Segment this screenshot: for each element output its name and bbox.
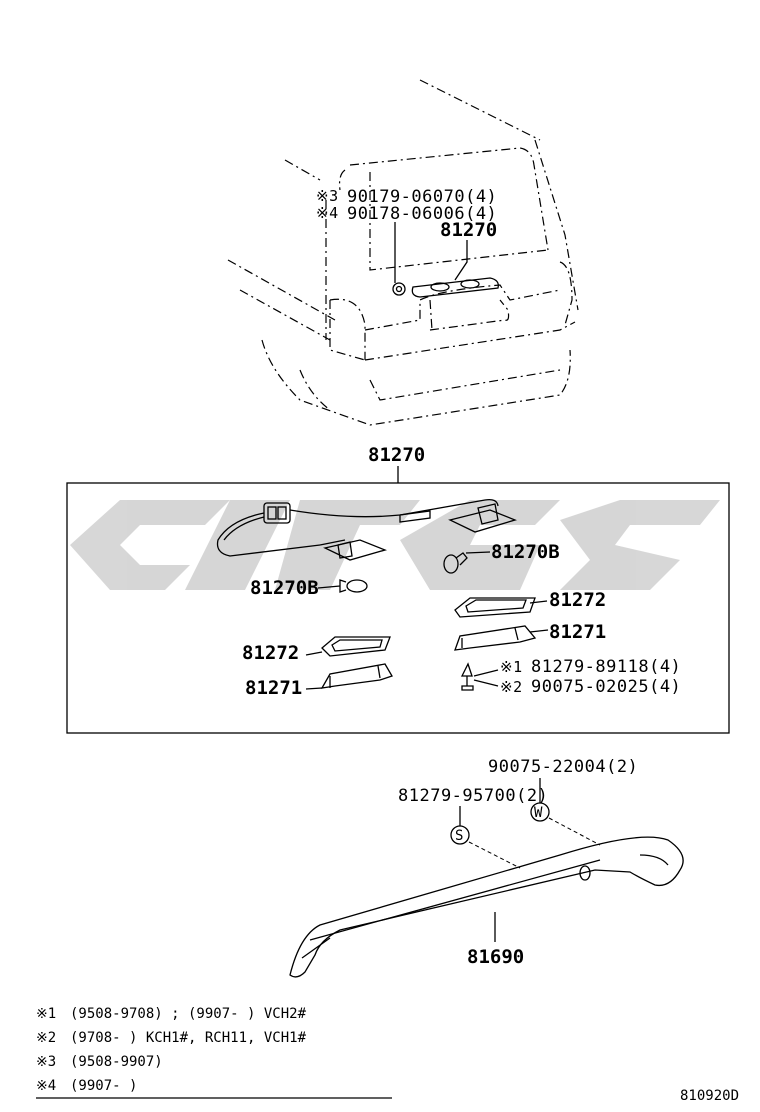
box-title-label: 81270 xyxy=(368,444,425,466)
lens-right-leader xyxy=(529,600,548,604)
footnote-text-4: (9907- ) xyxy=(70,1078,137,1094)
diagram-code: 810920D xyxy=(680,1088,739,1104)
housing-right-label: 81271 xyxy=(549,621,606,643)
footnote-mark-1: ※1 xyxy=(36,1006,56,1022)
bulb-left-leader xyxy=(317,585,341,589)
bulb-right-icon xyxy=(443,552,468,574)
bolt-callout-mark-1: ※3 xyxy=(316,187,339,205)
socket-left xyxy=(323,539,388,561)
footnotes: ※1 (9508-9708) ; (9907- ) VCH2# ※2 (9708… xyxy=(36,1006,392,1099)
w-nut-dash-line xyxy=(548,817,601,846)
footnote-mark-2: ※2 xyxy=(36,1030,56,1046)
lens-right-icon xyxy=(454,597,536,618)
garnish-icon xyxy=(289,836,684,978)
garnish-label: 81690 xyxy=(467,946,524,968)
footnote-text-1: (9508-9708) ; (9907- ) VCH2# xyxy=(70,1006,307,1022)
footnote-mark-4: ※4 xyxy=(36,1078,56,1094)
footnote-text-2: (9708- ) KCH1#, RCH11, VCH1# xyxy=(70,1030,307,1046)
lamp-leader-line xyxy=(454,240,468,281)
vehicle-outline xyxy=(227,79,579,426)
housing-right-leader xyxy=(529,629,549,633)
exploded-view-box xyxy=(66,482,730,734)
housing-left-label: 81271 xyxy=(245,677,302,699)
w-nut-symbol: W xyxy=(530,802,550,822)
bolt-callout-1: 90179-06070(4) xyxy=(347,187,497,207)
vehicle-license-lamp xyxy=(392,277,499,298)
lamp-assy-callout: 81270 xyxy=(440,219,497,241)
bulb-right-label: 81270B xyxy=(491,541,560,563)
svg-text:W: W xyxy=(534,805,543,821)
s-nut-dash-line xyxy=(468,841,521,869)
footnote-text-3: (9508-9907) xyxy=(70,1054,163,1070)
bulb-left-icon xyxy=(339,579,368,593)
bolt-callout-2: 90178-06006(4) xyxy=(347,204,497,224)
lens-right-label: 81272 xyxy=(549,589,606,611)
svg-text:S: S xyxy=(455,828,463,844)
screw-leader-1 xyxy=(473,669,499,677)
bolt-callout-mark-2: ※4 xyxy=(316,204,339,222)
wiring-harness xyxy=(216,498,499,557)
watermark-logo xyxy=(70,500,720,590)
footnote-mark-3: ※3 xyxy=(36,1054,56,1070)
nut-w-label: 90075-22004(2) xyxy=(488,757,638,777)
screw-2-mark: ※2 xyxy=(500,678,523,696)
lens-left-label: 81272 xyxy=(242,642,299,664)
housing-left-icon xyxy=(320,663,393,689)
lens-left-leader xyxy=(305,651,323,656)
lens-left-icon xyxy=(321,636,391,657)
housing-left-leader xyxy=(305,687,323,690)
bulb-left-label: 81270B xyxy=(250,577,319,599)
screw-1-label: 81279-89118(4) xyxy=(531,657,681,677)
nut-s-label: 81279-95700(2) xyxy=(398,786,548,806)
screw-icon xyxy=(460,662,474,691)
screw-1-mark: ※1 xyxy=(500,658,523,676)
screw-leader-2 xyxy=(473,679,499,687)
bulb-right-leader xyxy=(465,551,491,554)
s-nut-symbol: S xyxy=(450,825,470,845)
screw-2-label: 90075-02025(4) xyxy=(531,677,681,697)
housing-right-icon xyxy=(454,625,537,651)
socket-right xyxy=(448,503,517,533)
